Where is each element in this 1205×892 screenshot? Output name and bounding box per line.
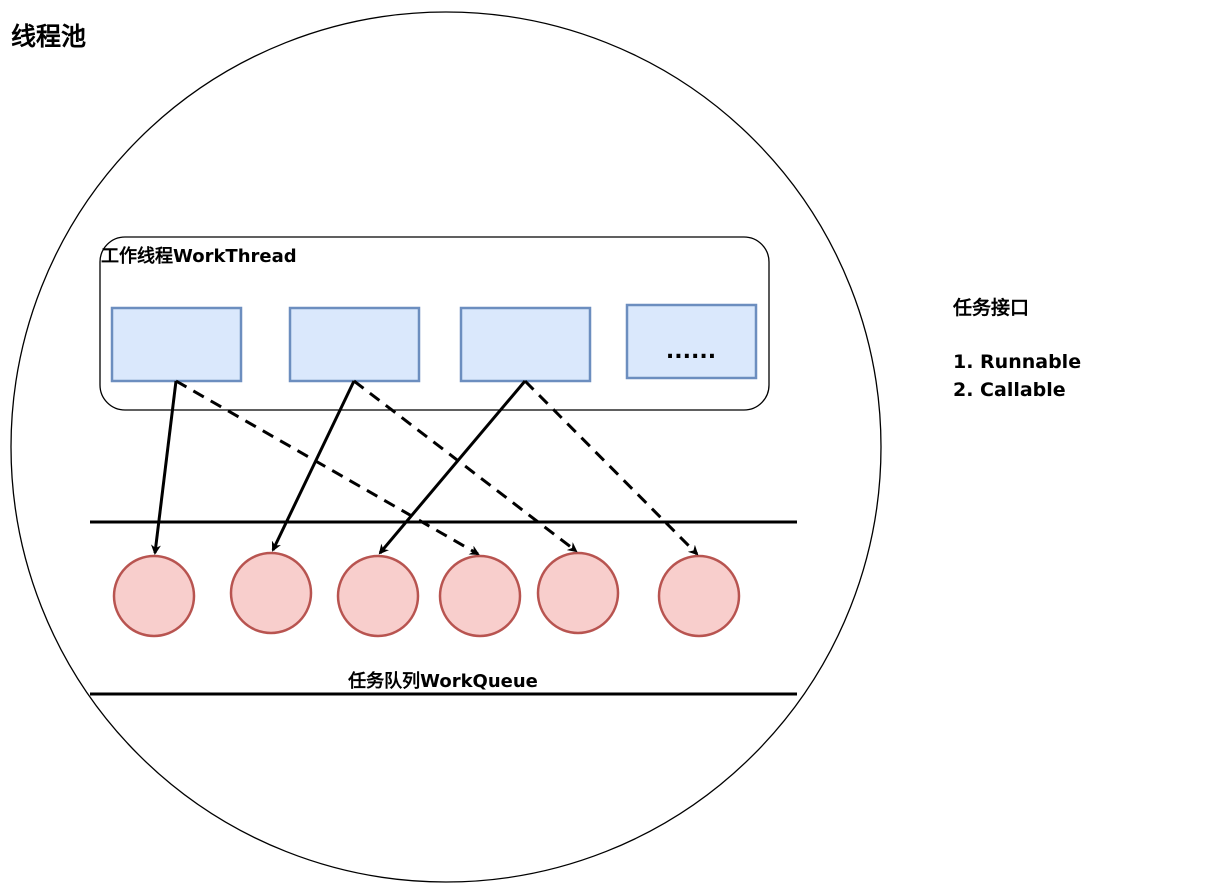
work-thread-label: 工作线程WorkThread xyxy=(101,245,297,267)
task-interface-item-1: 1. Runnable xyxy=(953,351,1081,373)
thread-box-more[interactable] xyxy=(625,303,758,380)
task-interface-heading: 任务接口 xyxy=(952,296,1029,319)
work-thread-container[interactable] xyxy=(99,236,770,411)
task-circle-4[interactable] xyxy=(438,554,522,638)
task-circles xyxy=(112,551,741,638)
task-circle-3[interactable] xyxy=(336,554,420,638)
work-thread-group: 工作线程WorkThread ...... xyxy=(99,236,770,411)
diagram-title: 线程池 xyxy=(11,22,86,51)
arrow-thread2-task5-dashed xyxy=(353,379,578,553)
arrow-thread1-task1 xyxy=(151,380,178,555)
task-interface-note: 任务接口 1. Runnable 2. Callable xyxy=(952,296,1081,401)
task-circle-2[interactable] xyxy=(229,551,313,635)
task-circle-5[interactable] xyxy=(536,551,620,635)
task-circle-1[interactable] xyxy=(112,554,196,638)
arrow-thread2-task2 xyxy=(271,380,356,552)
arrows xyxy=(151,379,699,556)
task-circle-6[interactable] xyxy=(657,554,741,638)
thread-box-2[interactable] xyxy=(288,306,421,383)
thread-more-ellipsis: ...... xyxy=(666,339,716,364)
arrow-thread3-task6-dashed xyxy=(523,379,699,556)
arrow-thread3-task3 xyxy=(378,380,527,555)
arrow-thread1-task4-dashed xyxy=(175,379,480,556)
thread-box-3[interactable] xyxy=(459,306,592,383)
thread-pool-boundary xyxy=(10,11,882,883)
thread-box-1[interactable] xyxy=(110,306,243,383)
task-interface-item-2: 2. Callable xyxy=(953,379,1066,401)
work-queue-label: 任务队列WorkQueue xyxy=(347,670,538,692)
